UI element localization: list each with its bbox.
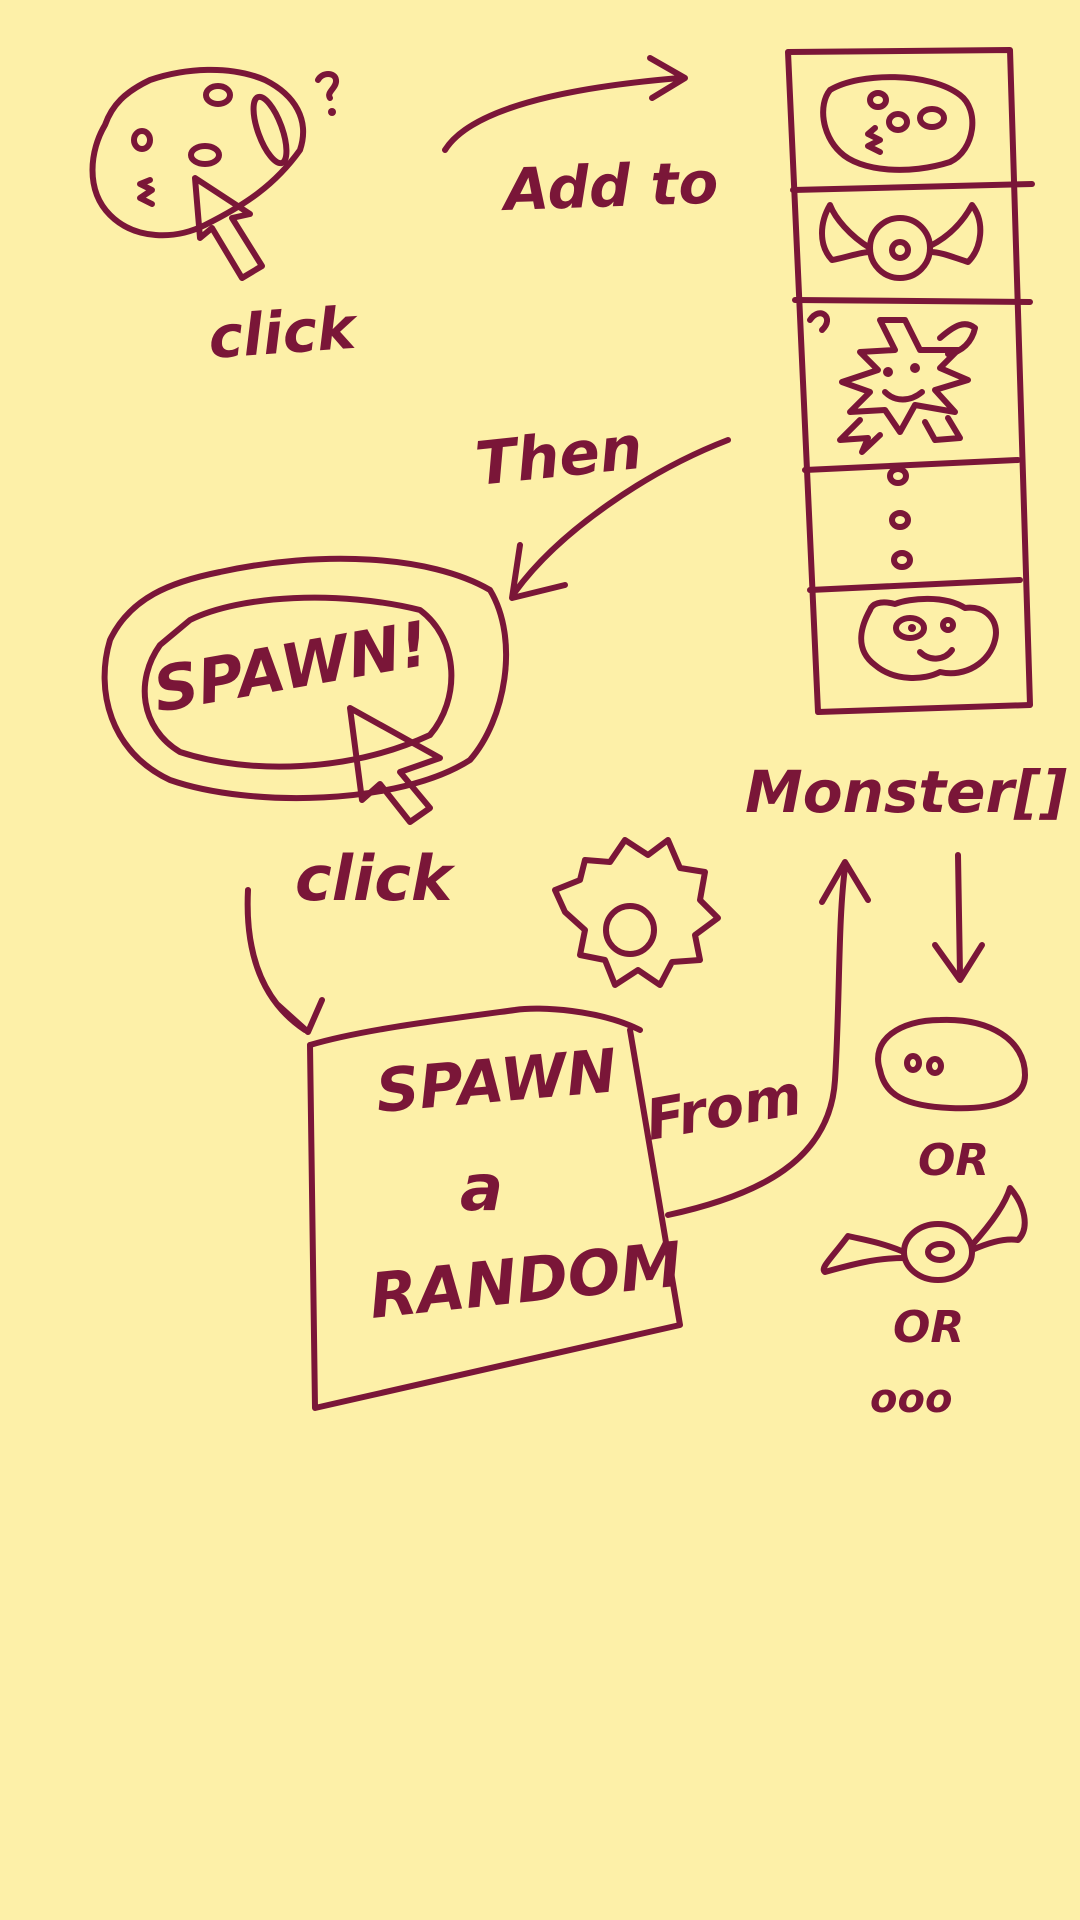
- question-mark-icon: [315, 71, 339, 116]
- spawn-button[interactable]: SPAWN!: [101, 555, 510, 801]
- spawn-random-box: SPAWN a RANDOM: [307, 1005, 685, 1411]
- from-label: From: [641, 1063, 806, 1154]
- then-arrow: [509, 437, 731, 601]
- spawn-random-line2: a: [460, 1152, 503, 1226]
- winged-eye-monster-icon: [819, 202, 984, 281]
- click-label-2: click: [295, 842, 456, 915]
- spawn-random-line1: SPAWN: [373, 1036, 619, 1127]
- monster-array: [785, 47, 1035, 715]
- blob-monster-icon: [875, 1016, 1028, 1112]
- blob-monster-icon: [820, 74, 976, 173]
- winged-eye-monster-icon: [820, 1185, 1028, 1283]
- spiky-monster-icon: [807, 310, 978, 455]
- ellipsis-label: ooo: [870, 1376, 952, 1422]
- gear-icon: [552, 837, 721, 988]
- or-label-1: OR: [918, 1135, 989, 1186]
- ellipsis-vertical: [887, 466, 913, 570]
- add-to-label: Add to: [499, 149, 719, 225]
- blob-monster-icon: [858, 595, 999, 681]
- spawn-random-line3: RANDOM: [366, 1228, 685, 1333]
- cursor-arrow-icon: [347, 705, 443, 825]
- array-name-label: Monster[]: [745, 758, 1067, 826]
- spawn-button-label: SPAWN!: [148, 607, 434, 727]
- from-arrow: [665, 859, 871, 1218]
- down-arrow: [932, 852, 985, 983]
- or-label-2: OR: [893, 1302, 964, 1353]
- click-to-spawn-arrow: [244, 887, 325, 1035]
- then-label: Then: [472, 413, 645, 500]
- blob-monster-icon: [89, 66, 307, 239]
- add-to-arrow: [442, 55, 688, 153]
- cursor-arrow-icon: [192, 175, 265, 281]
- click-label-1: click: [206, 294, 361, 372]
